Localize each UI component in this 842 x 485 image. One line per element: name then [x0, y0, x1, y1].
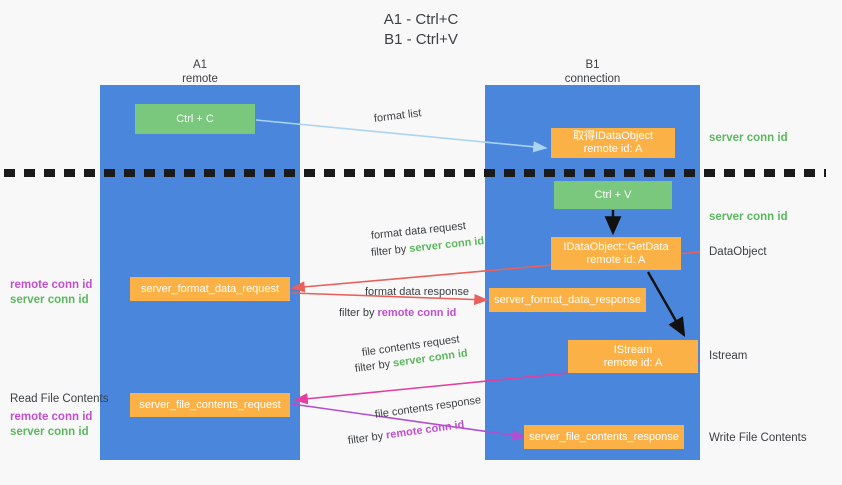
filter-value-1: server conn id [408, 235, 485, 255]
node-ctrl-v[interactable]: Ctrl + V [554, 181, 672, 209]
label-server-conn-id-lower: server conn id [10, 426, 89, 438]
node-idataobject-line2: remote id: A [583, 143, 643, 155]
node-istream-line2: remote id: A [603, 356, 663, 369]
column-header-b1: B1 connection [485, 58, 700, 86]
node-getdata-line1: IDataObject::GetData [563, 240, 669, 253]
label-write-file-contents: Write File Contents [709, 432, 807, 444]
edge-label-file-contents-response: file contents response [374, 394, 482, 421]
node-istream-line1: IStream [613, 343, 653, 356]
column-a1-sub: remote [182, 73, 218, 85]
node-idataobject-getdata[interactable]: IDataObject::GetData remote id: A [551, 237, 681, 270]
label-server-conn-id-top: server conn id [709, 132, 788, 144]
node-server-file-contents-request[interactable]: server_file_contents_request [130, 393, 290, 417]
node-ctrl-c-label: Ctrl + C [176, 112, 214, 125]
column-header-a1: A1 remote [100, 58, 300, 86]
node-server-format-data-response[interactable]: server_format_data_response [489, 288, 646, 312]
column-b1-sub: connection [564, 73, 621, 85]
node-server-file-contents-response-label: server_file_contents_response [529, 430, 679, 443]
filter-prefix-2: filter by [339, 307, 378, 319]
label-read-file-contents: Read File Contents [10, 393, 109, 405]
edge-label-format-list: format list [373, 107, 423, 125]
node-server-file-contents-response[interactable]: server_file_contents_response [524, 425, 684, 449]
node-server-format-data-response-label: server_format_data_response [494, 293, 641, 306]
label-server-conn-id-mid: server conn id [709, 211, 788, 223]
filter-value-4: remote conn id [385, 418, 466, 442]
label-remote-conn-id-lower: remote conn id [10, 411, 93, 423]
column-b1-name: B1 [585, 59, 600, 71]
filter-prefix-4: filter by [347, 429, 387, 447]
filter-prefix-3: filter by [354, 357, 394, 375]
label-remote-conn-id-upper: remote conn id [10, 279, 93, 291]
edge-label-file-contents-response-filter: filter by remote conn id [347, 418, 465, 448]
node-server-file-contents-request-label: server_file_contents_request [139, 398, 281, 411]
node-istream[interactable]: IStream remote id: A [568, 340, 698, 373]
diagram-title: A1 - Ctrl+C B1 - Ctrl+V [0, 10, 842, 50]
node-server-format-data-request[interactable]: server_format_data_request [130, 277, 290, 301]
column-a1-name: A1 [192, 59, 208, 71]
filter-value-2: remote conn id [377, 307, 457, 319]
filter-prefix-1: filter by [370, 243, 410, 259]
label-istream: Istream [709, 350, 748, 362]
title-line-2: B1 - Ctrl+V [384, 31, 458, 48]
title-line-1: A1 - Ctrl+C [383, 11, 459, 28]
node-server-format-data-request-label: server_format_data_request [140, 282, 280, 295]
edge-label-format-data-response-filter: filter by remote conn id [339, 306, 456, 320]
node-getdata-line2: remote id: A [586, 253, 646, 266]
edge-label-format-data-response: format data response [365, 286, 469, 298]
node-ctrl-v-label: Ctrl + V [594, 188, 632, 201]
label-server-conn-id-upper: server conn id [10, 294, 89, 306]
node-ctrl-c[interactable]: Ctrl + C [135, 104, 255, 134]
label-dataobject: DataObject [709, 246, 767, 258]
node-idataobject-line1: 取得IDataObject [572, 130, 654, 142]
node-idataobject[interactable]: 取得IDataObject remote id: A [551, 128, 675, 158]
